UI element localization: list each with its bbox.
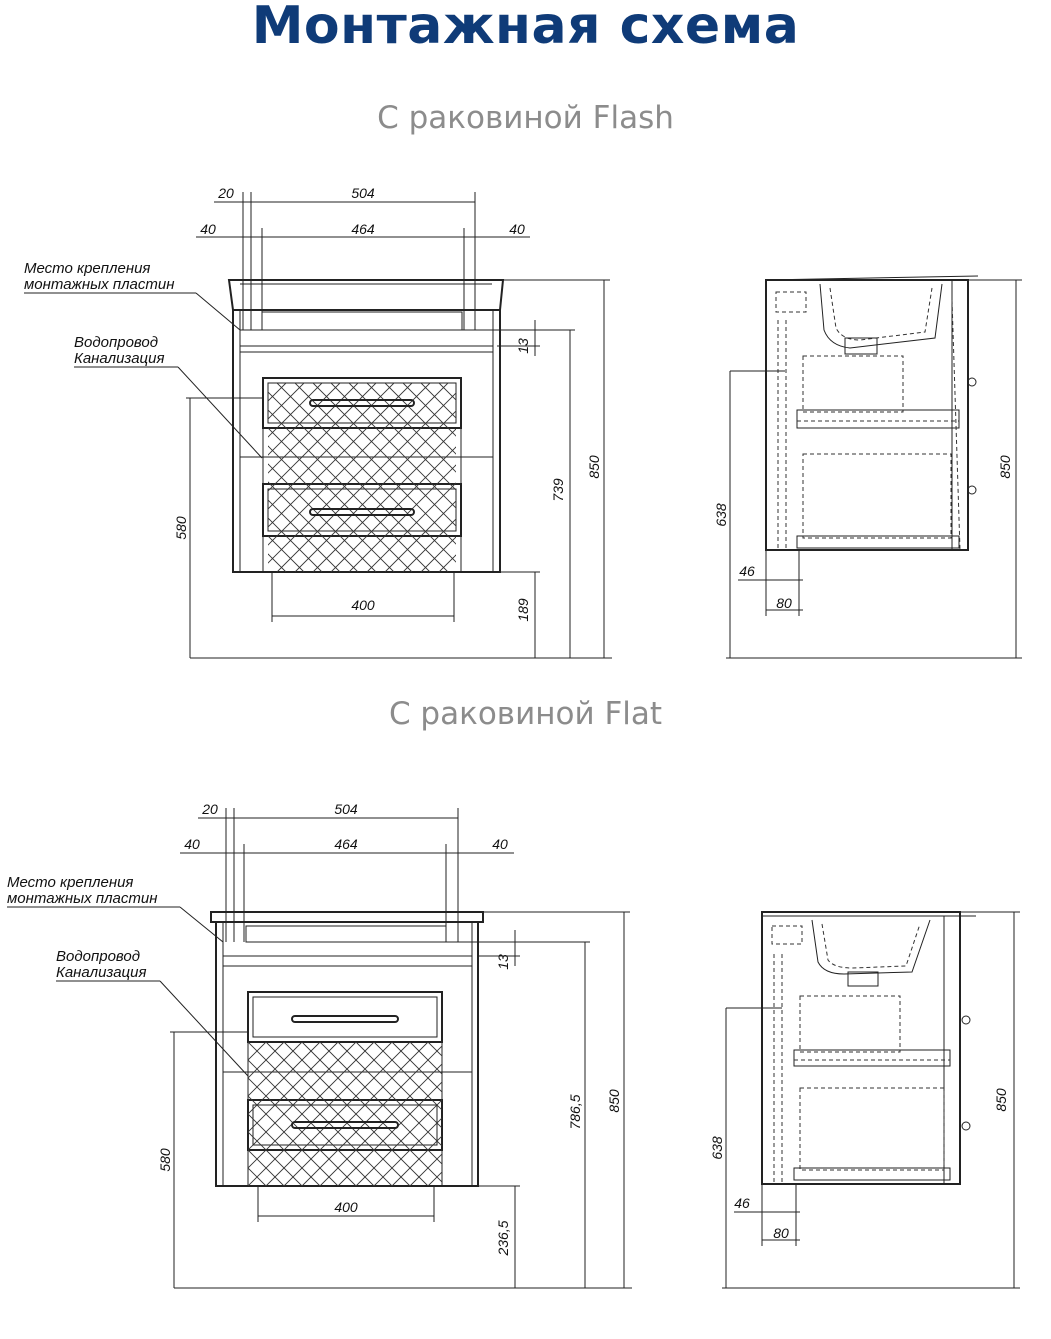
dim-40-right: 40 [492,836,508,852]
mounting-diagram-flash: 20 504 40 464 40 13 739 850 189 580 [24,185,1022,659]
svg-text:монтажных пластин: монтажных пластин [24,276,174,293]
side-drawer-lower [802,453,952,539]
drawer-handle-1 [309,399,415,407]
cabinet-body [232,309,501,573]
front-view: 20 504 40 464 40 13 739 850 189 580 [24,185,612,659]
side-drawer-upper [799,995,901,1053]
side-view: 850 638 46 80 [713,275,1022,659]
diamond-hatch [268,383,456,572]
svg-text:Канализация: Канализация [56,964,147,981]
side-body [765,279,969,551]
handle-dot-lower [967,485,977,495]
callout-pipes: Водопровод Канализация [74,334,263,459]
page-title: Монтажная схема [251,0,800,56]
svg-text:Канализация: Канализация [74,350,165,367]
dim-580: 580 [157,1148,173,1172]
side-body [761,911,961,1185]
svg-text:Водопровод: Водопровод [74,334,158,351]
dim-20: 20 [201,801,218,817]
drawer-handle-1 [291,1015,399,1023]
cabinet-body [215,921,479,1187]
diamond-hatch [248,1042,442,1186]
side-dim-638: 638 [709,1136,725,1160]
handle-dot-upper [961,1015,971,1025]
dim-400: 400 [334,1199,358,1215]
front-view: 20 504 40 464 40 13 786,5 850 236,5 580 [7,801,632,1289]
dim-739: 739 [550,478,566,502]
top-dimensions: 20 504 40 464 40 [180,801,514,942]
svg-text:Место крепления: Место крепления [24,260,150,277]
dim-40-left: 40 [200,221,216,237]
sink-top [210,911,484,923]
side-view: 850 638 46 80 [709,911,1020,1289]
side-dim-850: 850 [997,455,1013,479]
dim-40-left: 40 [184,836,200,852]
side-dim-46: 46 [734,1195,750,1211]
dim-20: 20 [217,185,234,201]
handle-dot-upper [967,377,977,387]
dim-464: 464 [351,221,375,237]
right-dimensions: 13 739 850 189 [464,279,610,658]
dim-464: 464 [334,836,358,852]
mounting-rail [245,925,447,943]
dim-13: 13 [515,338,531,354]
callout-pipes: Водопровод Канализация [56,948,249,1077]
drawer-top [262,377,462,429]
dim-13: 13 [495,954,511,970]
drawer-handle-2 [291,1121,399,1129]
drawer-handle-2 [309,508,415,516]
side-dim-850: 850 [993,1088,1009,1112]
dim-786-5: 786,5 [567,1094,583,1129]
dim-189: 189 [515,598,531,622]
side-drawer-lower [799,1087,945,1171]
mounting-rail [261,311,463,331]
handle-dot-lower [961,1121,971,1131]
top-dimensions: 20 504 40 464 40 [196,185,530,330]
svg-text:монтажных пластин: монтажных пластин [7,890,157,907]
svg-text:Место крепления: Место крепления [7,874,133,891]
section-subtitle-flat: С раковиной Flat [388,696,663,732]
dim-40-right: 40 [509,221,525,237]
side-drawer-upper [802,355,904,413]
section-subtitle-flash: С раковиной Flash [377,100,674,136]
side-dim-80: 80 [773,1225,789,1241]
dim-400: 400 [351,597,375,613]
svg-text:Водопровод: Водопровод [56,948,140,965]
callout-mounting-plates: Место крепления монтажных пластин [7,874,224,943]
side-dim-80: 80 [776,595,792,611]
hatched-band [262,427,462,485]
mounting-diagram-flat: 20 504 40 464 40 13 786,5 850 236,5 580 [7,801,1020,1289]
dim-504: 504 [334,801,358,817]
dim-504: 504 [351,185,375,201]
side-dim-46: 46 [739,563,755,579]
callout-mounting-plates: Место крепления монтажных пластин [24,260,241,331]
right-dimensions: 13 786,5 850 236,5 [446,911,630,1288]
dim-850: 850 [586,455,602,479]
dim-580: 580 [173,516,189,540]
dim-236-5: 236,5 [495,1220,511,1256]
side-dim-638: 638 [713,503,729,527]
dim-850: 850 [606,1089,622,1113]
